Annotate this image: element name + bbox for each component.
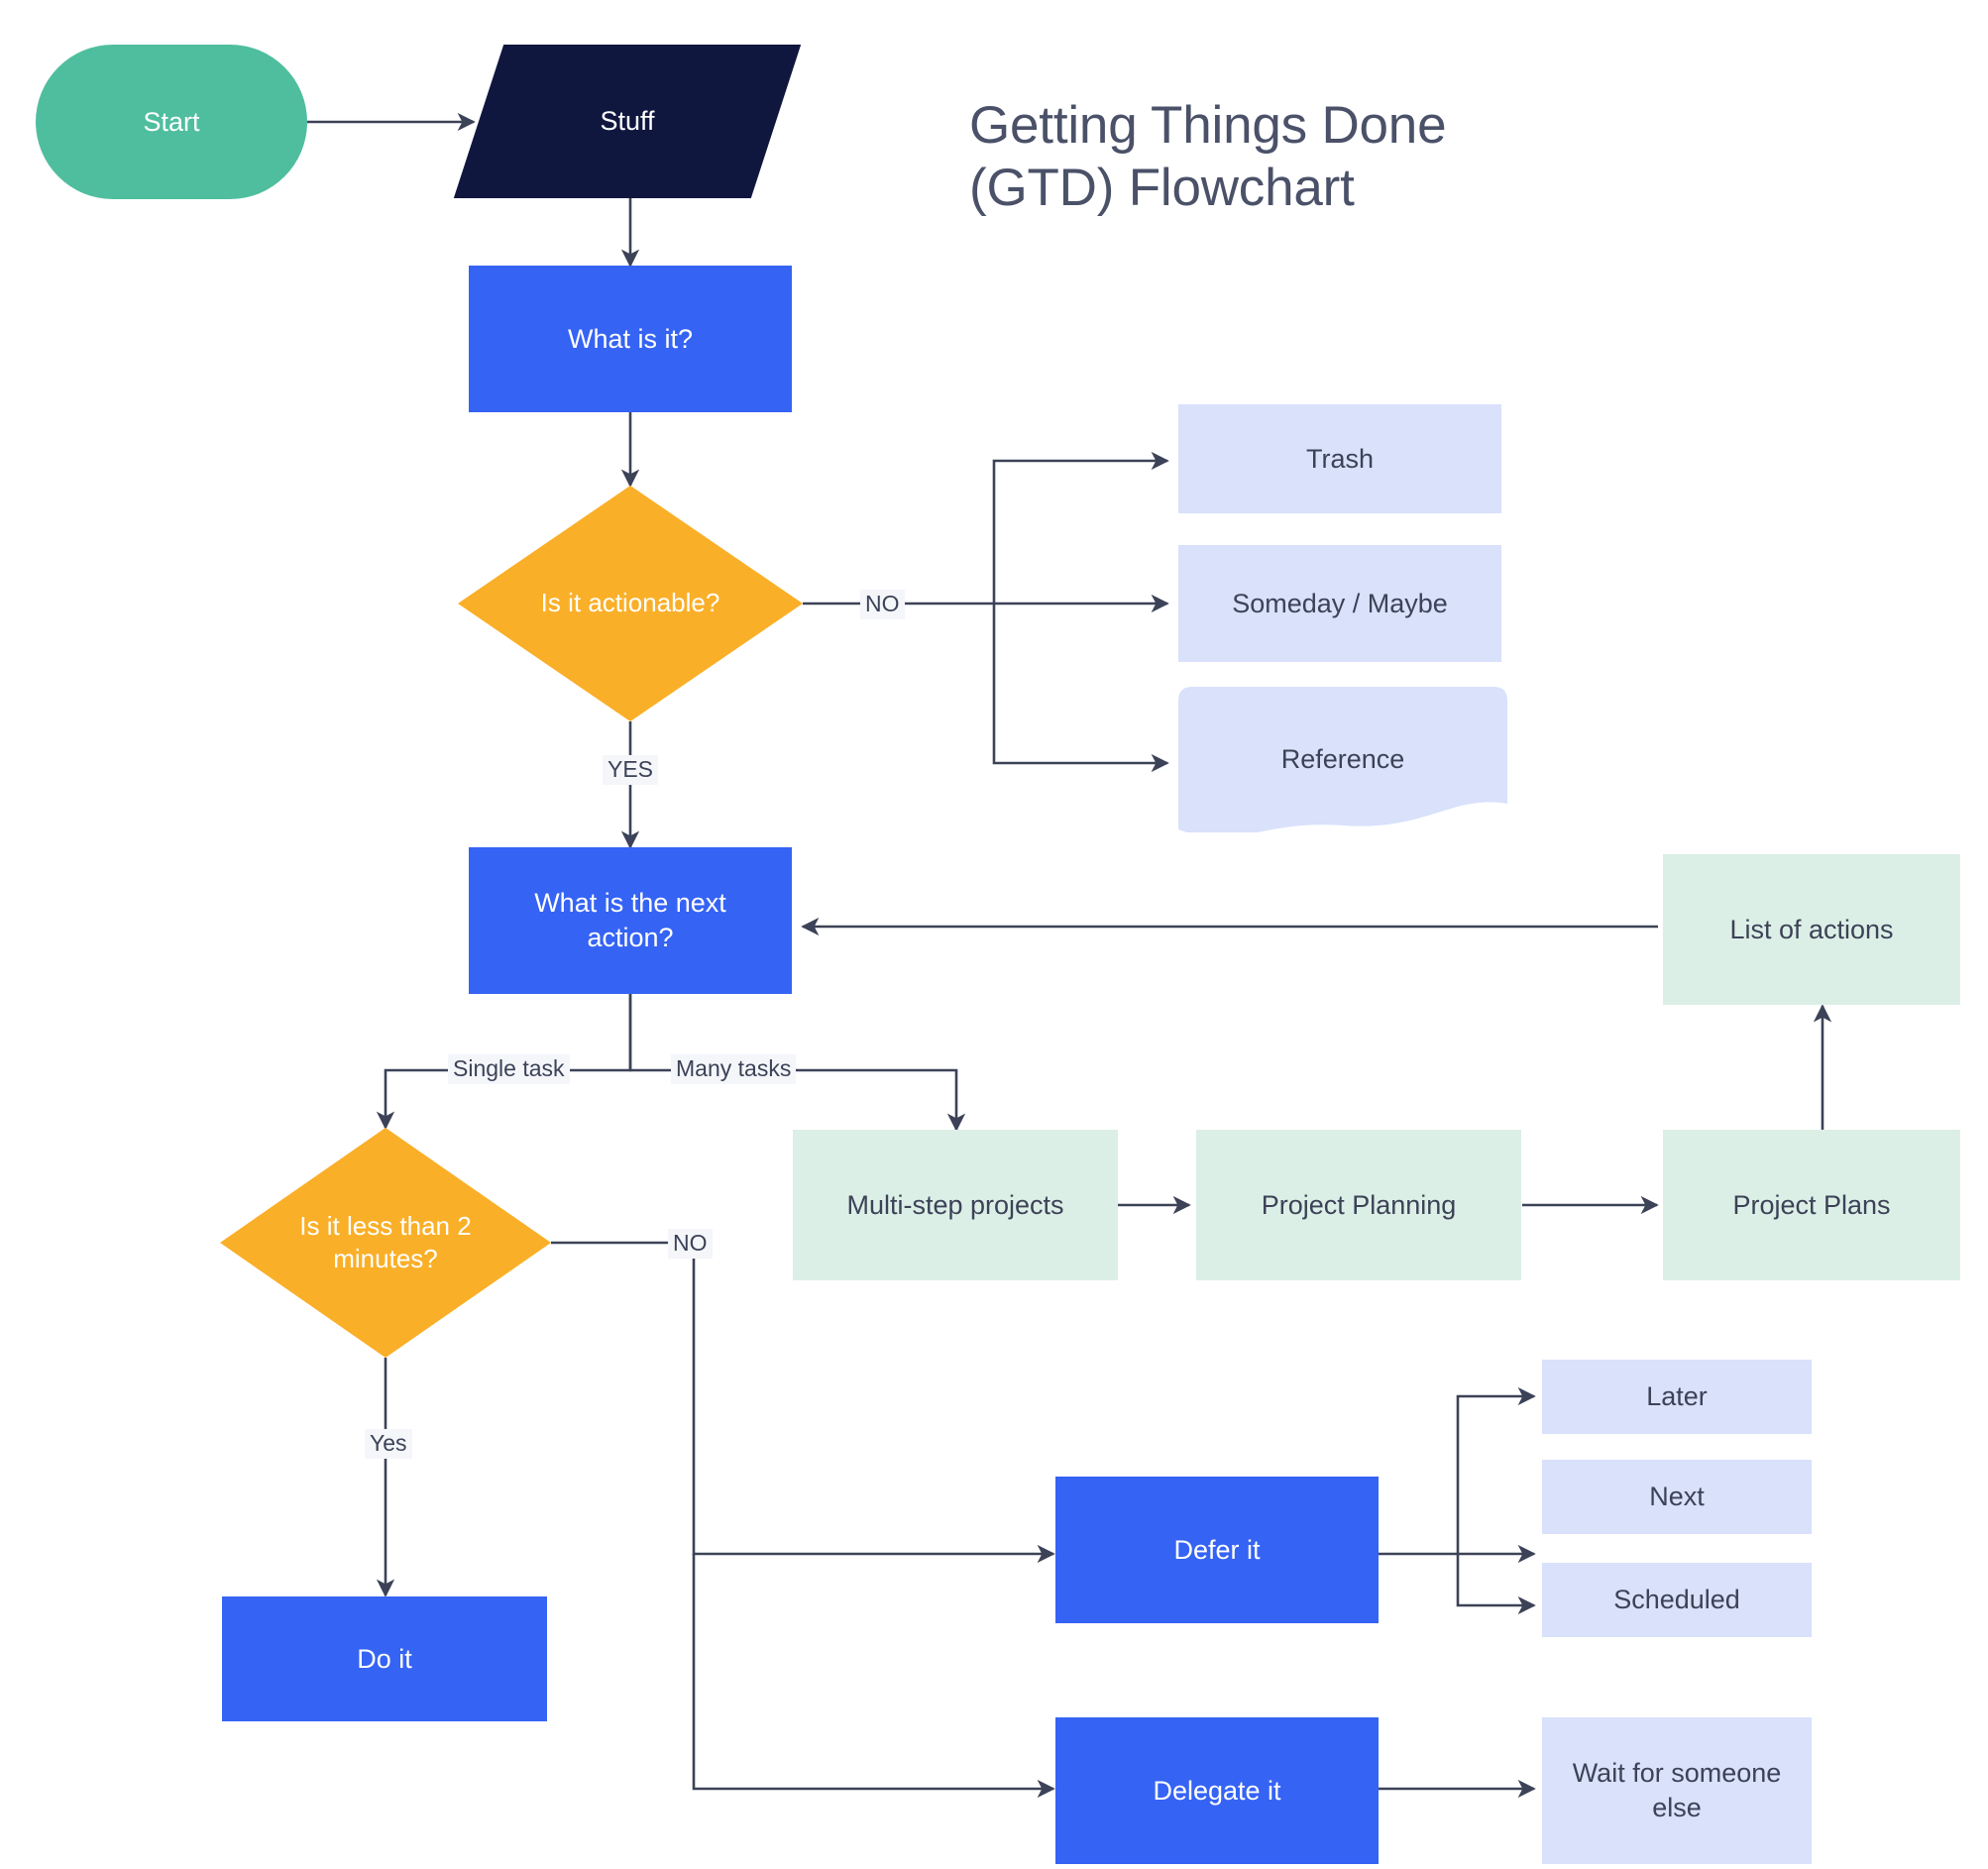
node-is-it-actionable[interactable]: Is it actionable? [458,486,803,721]
node-delegate-it-label: Delegate it [1153,1775,1281,1806]
node-delegate-it[interactable]: Delegate it [1055,1717,1379,1864]
node-do-it-label: Do it [357,1643,412,1674]
node-list-of-actions[interactable]: List of actions [1663,854,1960,1005]
node-scheduled[interactable]: Scheduled [1542,1563,1812,1637]
node-someday-maybe[interactable]: Someday / Maybe [1178,545,1501,662]
node-next[interactable]: Next [1542,1460,1812,1534]
node-project-planning[interactable]: Project Planning [1196,1130,1521,1280]
node-someday-maybe-label: Someday / Maybe [1232,588,1448,618]
node-wait-for-someone-else[interactable]: Wait for someone else [1542,1717,1812,1864]
node-project-plans[interactable]: Project Plans [1663,1130,1960,1280]
node-reference-label: Reference [1280,744,1405,775]
node-trash-label: Trash [1305,443,1374,474]
node-multi-step-projects[interactable]: Multi-step projects [793,1130,1118,1280]
edge-label-no-actionable: NO [860,590,905,619]
node-do-it[interactable]: Do it [222,1596,547,1721]
node-trash[interactable]: Trash [1178,404,1501,513]
node-wait-for-someone-else-label: Wait for someone else [1572,1758,1782,1822]
node-project-plans-label: Project Plans [1732,1189,1891,1220]
node-scheduled-label: Scheduled [1613,1585,1740,1615]
edge-label-single-task: Single task [448,1054,570,1084]
edge-label-yes-actionable: YES [603,755,659,785]
edge-actionable-trash [803,451,1169,605]
edge-twominutes-deferit [551,1241,1055,1564]
edge-label-no-two-minutes: NO [668,1229,713,1259]
node-multi-step-projects-label: Multi-step projects [846,1189,1064,1220]
edge-deferit-scheduled [1456,1554,1536,1615]
edge-deferit-later [1379,1386,1536,1556]
node-defer-it[interactable]: Defer it [1055,1477,1379,1623]
node-next-label: Next [1649,1482,1705,1512]
node-start-label: Start [143,106,200,137]
edge-actionable-reference [992,604,1169,773]
node-what-is-it[interactable]: What is it? [469,266,792,412]
node-what-is-it-label: What is it? [567,323,694,354]
node-project-planning-label: Project Planning [1261,1189,1457,1220]
node-later[interactable]: Later [1542,1360,1812,1434]
edge-twominutes-delegateit [692,1554,1055,1799]
document-shape [1178,687,1507,832]
node-what-is-next-action[interactable]: What is the next action? [469,847,792,994]
node-stuff[interactable]: Stuff [453,45,802,198]
node-stuff-label: Stuff [600,106,655,137]
edge-label-yes-two-minutes: Yes [365,1429,412,1459]
node-reference[interactable]: Reference [1178,687,1507,832]
node-start[interactable]: Start [36,45,307,199]
edge-label-many-tasks: Many tasks [671,1054,797,1084]
node-is-it-actionable-label: Is it actionable? [540,588,720,618]
node-defer-it-label: Defer it [1173,1534,1261,1565]
node-later-label: Later [1646,1381,1708,1412]
node-what-is-next-action-label: What is the next action? [534,888,726,952]
node-list-of-actions-label: List of actions [1729,914,1894,944]
node-is-it-less-than-2-minutes-label: Is it less than 2 minutes? [299,1210,472,1273]
page-title: Getting Things Done (GTD) Flowchart [969,96,1447,217]
node-is-it-less-than-2-minutes[interactable]: Is it less than 2 minutes? [220,1128,551,1358]
